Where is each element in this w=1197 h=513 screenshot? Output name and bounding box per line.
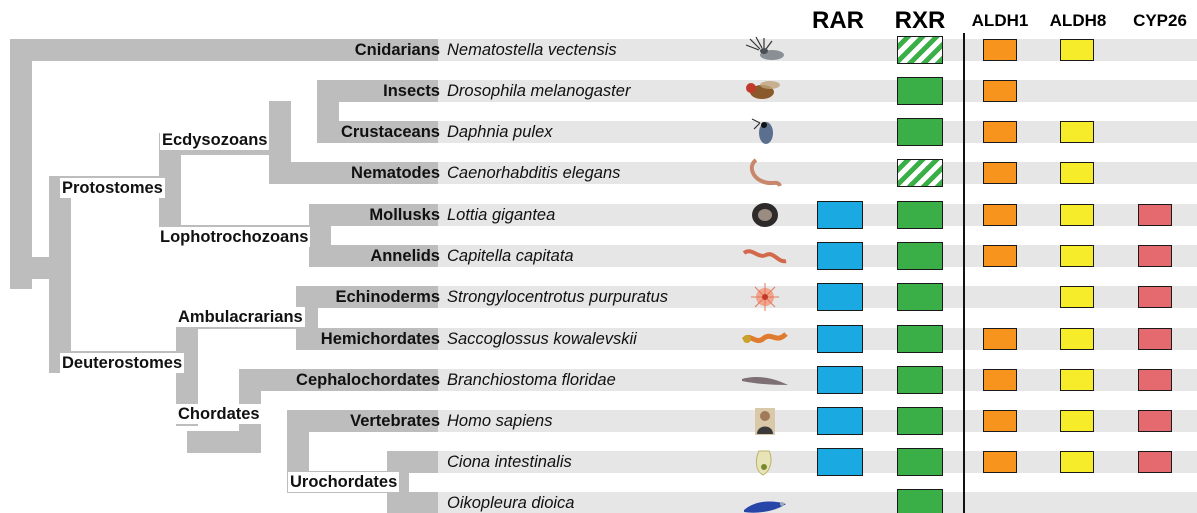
rxr-present-box [897,366,943,394]
taxon-label: Cnidarians [355,40,440,60]
rxr-divergent-box [897,36,943,64]
aldh8-present-box [1060,39,1094,61]
sea-squirt-icon [742,447,788,477]
header-aldh8: ALDH8 [1038,8,1118,34]
aldh8-present-box [1060,328,1094,350]
taxon-label: Hemichordates [321,329,440,349]
aldh1-present-box [983,39,1017,61]
cyp26-present-box [1138,410,1172,432]
species-name: Strongylocentrotus purpuratus [447,287,668,307]
species-name: Nematostella vectensis [447,40,617,60]
aldh1-present-box [983,245,1017,267]
rar-present-box [817,283,863,311]
aldh1-present-box [983,451,1017,473]
cyp26-present-box [1138,369,1172,391]
aldh1-present-box [983,162,1017,184]
aldh1-present-box [983,80,1017,102]
aldh8-present-box [1060,410,1094,432]
rxr-present-box [897,242,943,270]
taxon-label: Annelids [370,246,440,266]
taxon-label: Nematodes [351,163,440,183]
aldh1-present-box [983,328,1017,350]
species-name: Homo sapiens [447,411,552,431]
taxon-label: Cephalochordates [296,370,440,390]
aldh8-present-box [1060,204,1094,226]
header-cyp26: CYP26 [1120,8,1197,34]
rar-present-box [817,448,863,476]
clade-label-urochordates: Urochordates [288,472,399,492]
aldh8-present-box [1060,286,1094,308]
roundworm-icon [742,158,788,188]
species-name: Caenorhabditis elegans [447,163,620,183]
species-name: Lottia gigantea [447,205,555,225]
branch-oikopleura [398,492,438,513]
aldh1-present-box [983,121,1017,143]
clade-label-protostomes: Protostomes [60,178,165,198]
rxr-present-box [897,118,943,146]
rxr-present-box [897,448,943,476]
cyp26-present-box [1138,204,1172,226]
cyp26-present-box [1138,328,1172,350]
header-aldh1: ALDH1 [960,8,1040,34]
branch-chordates [187,431,250,453]
species-name: Drosophila melanogaster [447,81,630,101]
rxr-present-box [897,283,943,311]
aldh8-present-box [1060,162,1094,184]
clade-label-ambulacrarians: Ambulacrarians [176,307,305,327]
clade-label-lophotrochozoans: Lophotrochozoans [158,227,310,247]
branch-ciona [398,451,438,473]
cyp26-present-box [1138,245,1172,267]
aldh1-present-box [983,410,1017,432]
column-divider [963,33,965,513]
species-name: Ciona intestinalis [447,452,572,472]
aldh1-present-box [983,204,1017,226]
clade-label-chordates: Chordates [176,404,262,424]
water-flea-icon [742,117,788,147]
species-name: Oikopleura dioica [447,493,575,513]
rxr-present-box [897,325,943,353]
branch-root-vertical [10,39,32,289]
clade-label-deuterostomes: Deuterostomes [60,353,184,373]
rar-present-box [817,325,863,353]
aldh8-present-box [1060,245,1094,267]
polychaete-worm-icon [742,241,788,271]
rar-present-box [817,242,863,270]
human-portrait-icon [742,406,788,436]
header-rxr: RXR [880,8,960,34]
taxon-label: Mollusks [369,205,440,225]
taxon-label: Vertebrates [350,411,440,431]
limpet-icon [742,200,788,230]
amphioxus-icon [742,365,788,395]
aldh8-present-box [1060,121,1094,143]
fruit-fly-icon [742,76,788,106]
rxr-present-box [897,489,943,513]
aldh1-present-box [983,369,1017,391]
rxr-present-box [897,201,943,229]
rar-present-box [817,407,863,435]
cyp26-present-box [1138,286,1172,308]
species-name: Saccoglossus kowalevskii [447,329,637,349]
aldh8-present-box [1060,451,1094,473]
aldh8-present-box [1060,369,1094,391]
acorn-worm-icon [742,324,788,354]
sea-anemone-icon [742,35,788,65]
cyp26-present-box [1138,451,1172,473]
rxr-present-box [897,77,943,105]
header-rar: RAR [798,8,878,34]
species-name: Capitella capitata [447,246,574,266]
rxr-present-box [897,407,943,435]
species-name: Branchiostoma floridae [447,370,616,390]
branch-bilateria-vertical [49,176,71,373]
species-name: Daphnia pulex [447,122,553,142]
rar-present-box [817,366,863,394]
taxon-label: Echinoderms [335,287,440,307]
rxr-divergent-box [897,159,943,187]
rar-present-box [817,201,863,229]
taxon-label: Crustaceans [341,122,440,142]
clade-label-ecdysozoans: Ecdysozoans [160,130,269,150]
larvacean-icon [742,488,788,513]
sea-urchin-icon [742,282,788,312]
taxon-label: Insects [383,81,440,101]
